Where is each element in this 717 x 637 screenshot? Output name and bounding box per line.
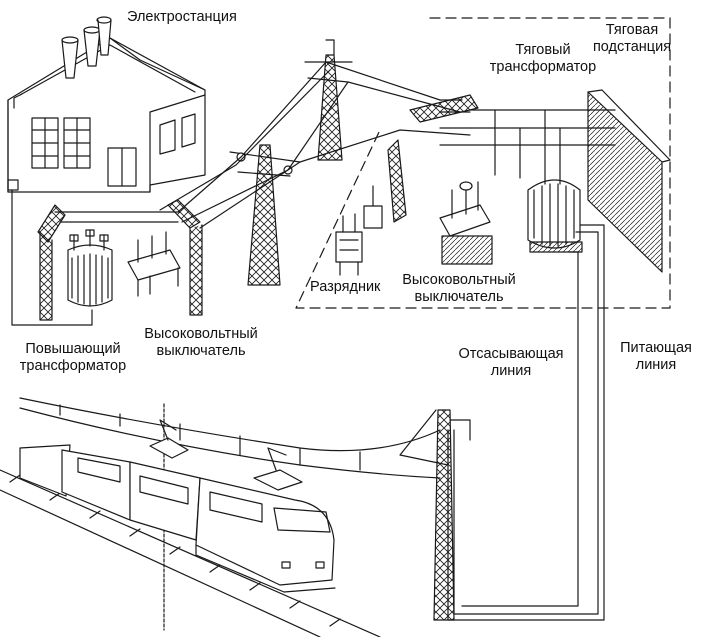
label-hv-breaker-substation-line1: Высоковольтный bbox=[402, 272, 516, 288]
label-traction-transformer-line2: трансформатор bbox=[489, 59, 597, 75]
label-step-up-transformer: Повышающий трансформатор bbox=[8, 341, 138, 375]
station-breaker-unit bbox=[127, 231, 181, 297]
transmission-tower-1 bbox=[229, 144, 301, 286]
label-hv-breaker-substation: Высоковольтный выключатель bbox=[394, 272, 524, 306]
label-power-station: Электростанция bbox=[127, 9, 237, 25]
label-feeder-line: Питающая линия bbox=[608, 340, 704, 374]
label-hv-breaker-station-line2: выключатель bbox=[156, 343, 246, 359]
substation-portal bbox=[387, 94, 591, 223]
traction-transformer-unit bbox=[527, 109, 583, 253]
electric-train bbox=[19, 419, 336, 593]
label-hv-breaker-station: Высоковольтный выключатель bbox=[136, 326, 266, 360]
catenary-mast bbox=[399, 409, 471, 621]
label-traction-substation: Тяговая подстанция bbox=[582, 22, 682, 56]
label-step-up-transformer-line2: трансформатор bbox=[19, 358, 127, 374]
power-station-building bbox=[7, 16, 206, 193]
step-up-transformer-unit bbox=[67, 229, 113, 307]
substation-boundary bbox=[295, 17, 671, 309]
label-suction-line-line1: Отсасывающая bbox=[458, 346, 564, 362]
substation-panel bbox=[587, 89, 671, 273]
suction-cable bbox=[461, 251, 579, 607]
label-hv-breaker-substation-line2: выключатель bbox=[414, 289, 504, 305]
contact-wire-messenger bbox=[19, 397, 441, 452]
label-suction-line-line2: линия bbox=[490, 363, 532, 379]
arrester-unit bbox=[335, 185, 383, 276]
label-arrester: Разрядник bbox=[310, 279, 381, 295]
label-feeder-line-line1: Питающая bbox=[620, 340, 692, 356]
railway-track bbox=[0, 469, 381, 637]
substation-breaker-unit bbox=[439, 181, 493, 265]
label-traction-substation-line1: Тяговая bbox=[605, 22, 659, 38]
label-traction-transformer-line1: Тяговый bbox=[515, 42, 571, 58]
contact-wire bbox=[19, 407, 441, 479]
station-switchyard bbox=[11, 189, 203, 326]
label-hv-breaker-station-line1: Высоковольтный bbox=[144, 326, 258, 342]
label-traction-substation-line2: подстанция bbox=[592, 39, 672, 55]
label-step-up-transformer-line1: Повышающий bbox=[25, 341, 121, 357]
transmission-tower-2 bbox=[304, 39, 353, 161]
label-traction-transformer: Тяговый трансформатор bbox=[478, 42, 608, 76]
label-feeder-line-line2: линия bbox=[635, 357, 677, 373]
label-suction-line: Отсасывающая линия bbox=[446, 346, 576, 380]
